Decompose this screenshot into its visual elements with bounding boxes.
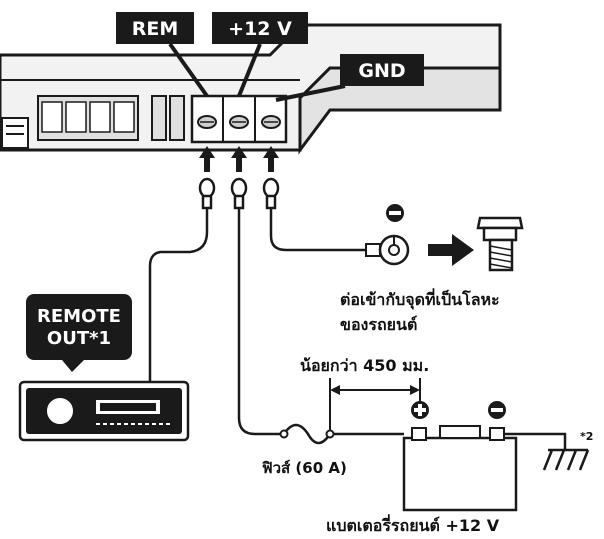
battery-negative-icon [488, 401, 506, 419]
gnd-tag-label: GND [358, 60, 405, 82]
battery-ground-wire [498, 432, 567, 450]
terminal-insert-arrows [199, 146, 279, 172]
chassis-ring-connector [365, 234, 410, 266]
plus12v-tag-label: +12 V [228, 18, 292, 40]
metal-body-label-line2: ของรถยนต์ [340, 315, 417, 334]
battery-label: แบตเตอรี่รถยนต์ +12 V [326, 514, 500, 535]
metal-body-label-line1: ต่อเข้ากับจุดที่เป็นโลหะ [340, 288, 500, 310]
plus12v-tag: +12 V [212, 12, 308, 44]
ground-symbol-icon [542, 448, 590, 471]
power-wire [237, 208, 284, 436]
bolt-arrow-icon [428, 234, 474, 266]
chassis-negative-icon [386, 204, 404, 222]
fuse [279, 423, 335, 445]
power-terminal-block [190, 94, 288, 144]
rem-tag-label: REM [132, 18, 179, 40]
tag-leader-lines [168, 42, 346, 102]
ring-terminals [198, 177, 280, 210]
wires [148, 208, 567, 450]
fuse-distance-dimension [329, 378, 421, 430]
ground-wire [269, 208, 366, 252]
head-unit [18, 380, 190, 442]
remote-out-label-line1: REMOTE [37, 306, 121, 327]
bolt-icon [476, 216, 524, 272]
speaker-terminal-block [37, 95, 139, 141]
remote-out-label-line2: OUT*1 [47, 328, 111, 349]
gnd-tag: GND [340, 54, 424, 86]
battery-positive-icon [411, 401, 429, 419]
fuse-distance-label: น้อยกว่า 450 มม. [300, 356, 429, 375]
remote-out-callout: REMOTE OUT*1 [26, 294, 132, 372]
rem-wire [148, 208, 209, 382]
fuse-label: ฟิวส์ (60 A) [262, 459, 347, 477]
rem-tag: REM [116, 12, 194, 44]
car-battery [402, 425, 518, 512]
ground-note-label: *2 [580, 430, 593, 443]
